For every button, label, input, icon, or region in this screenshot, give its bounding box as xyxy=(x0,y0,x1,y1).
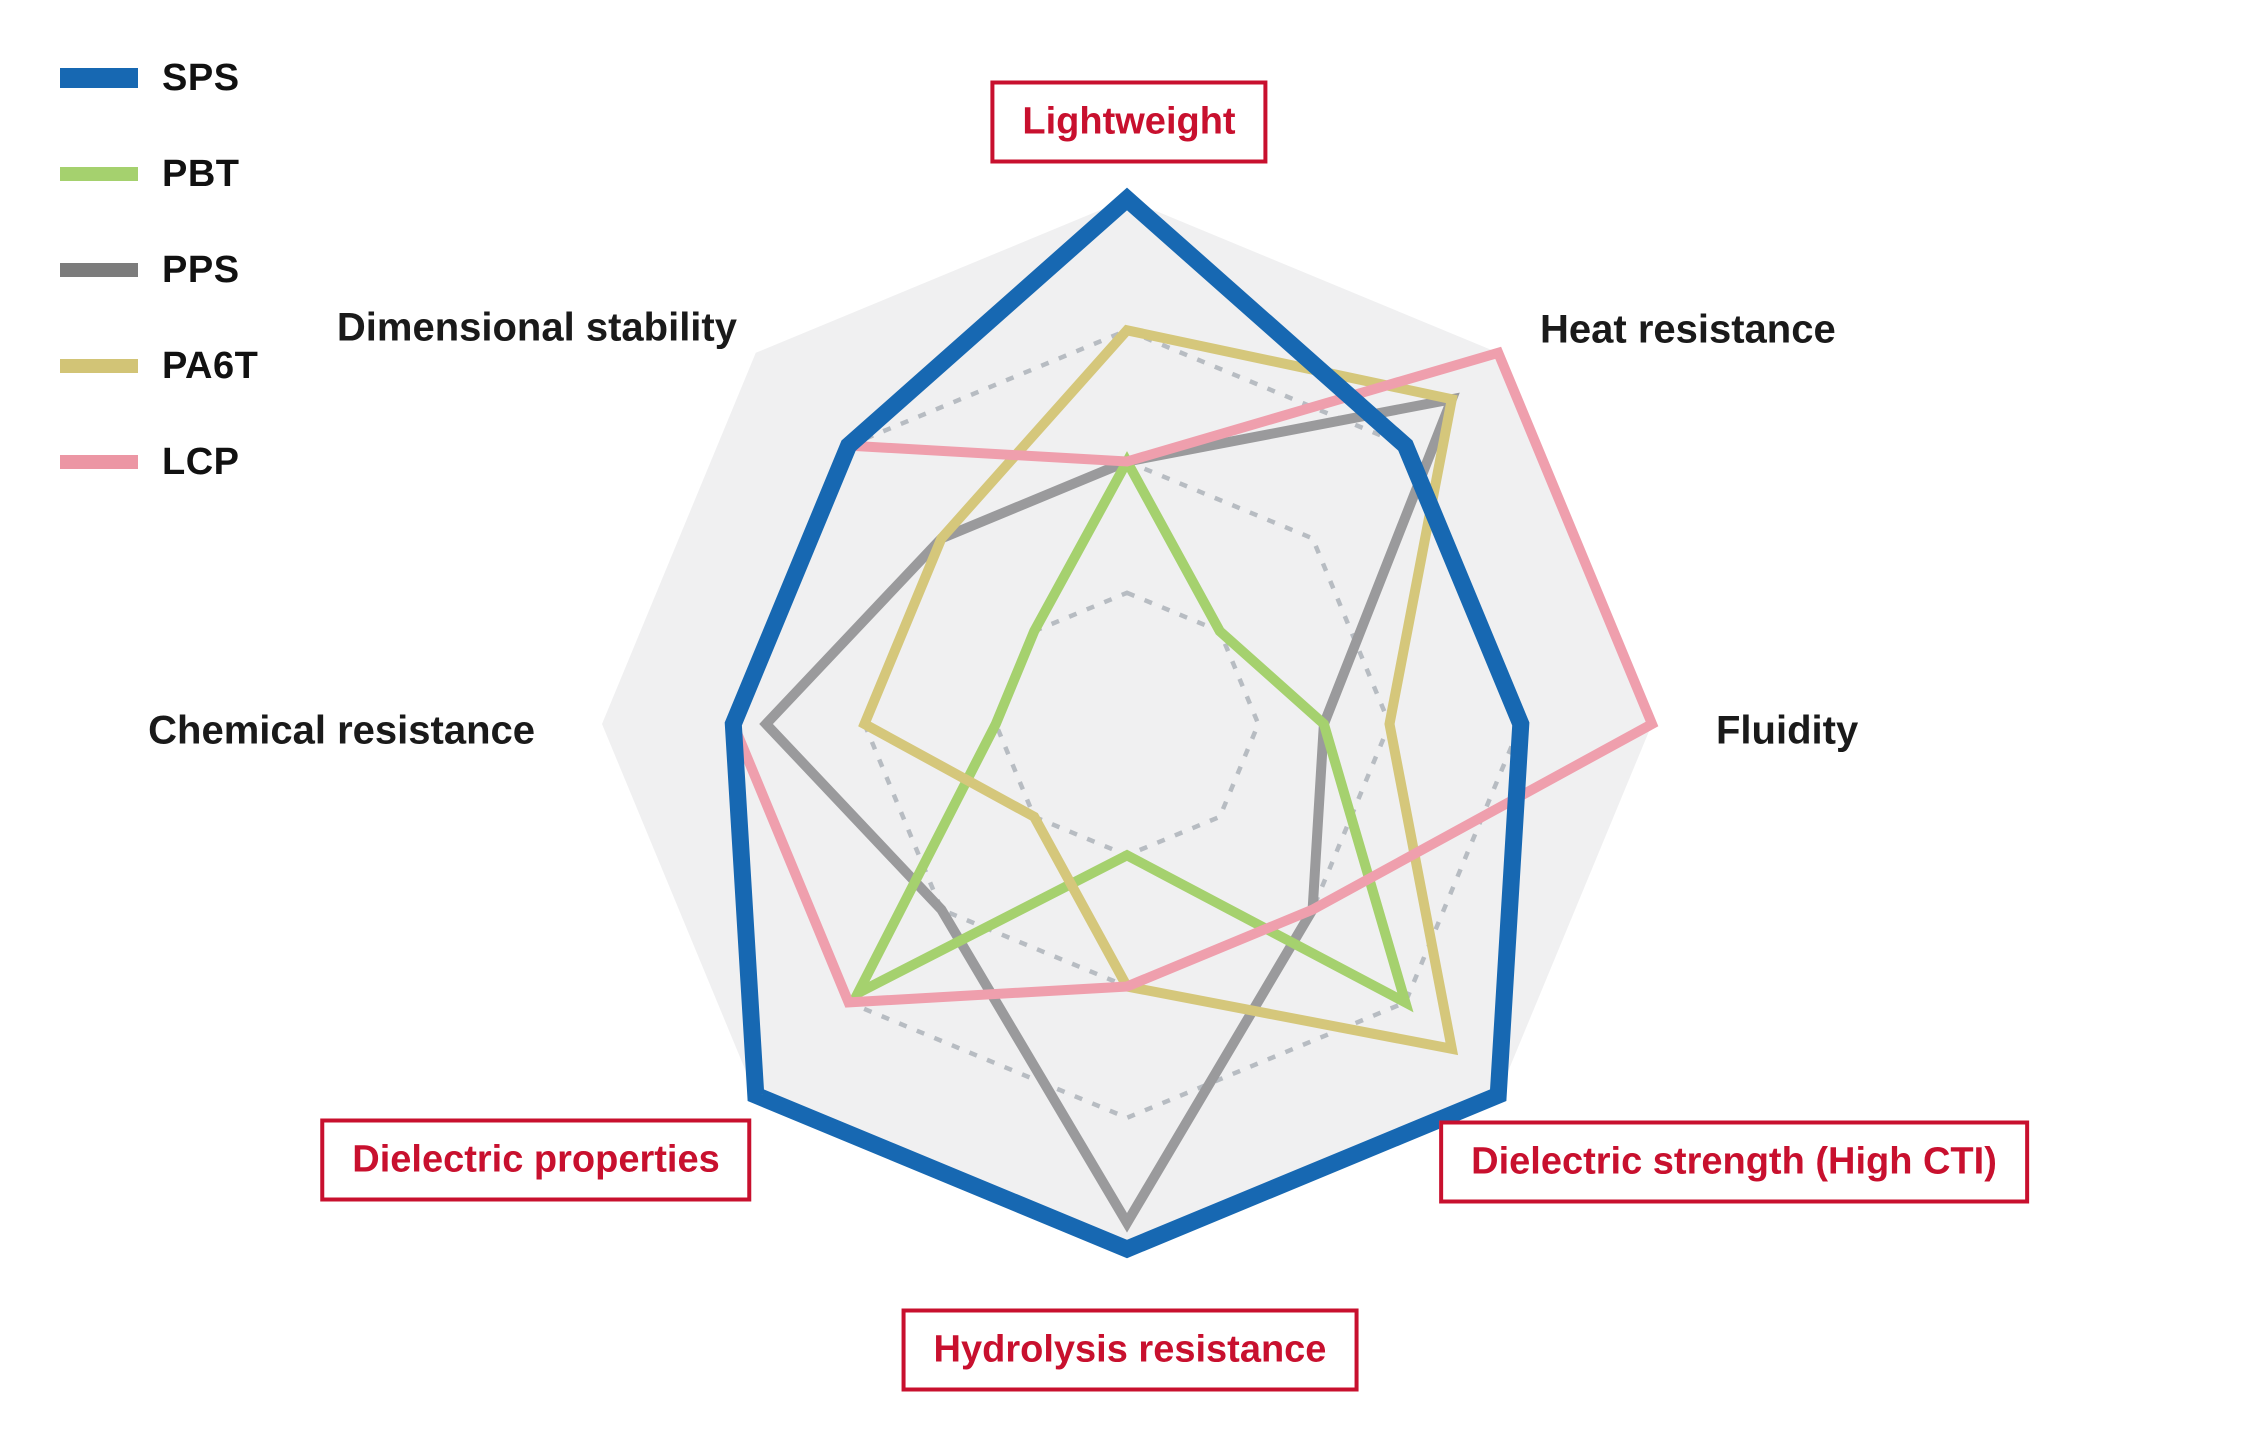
legend-label: SPS xyxy=(162,56,240,99)
legend-swatch-PPS xyxy=(60,263,138,277)
legend-item-PPS: PPS xyxy=(60,222,258,318)
legend-swatch-SPS xyxy=(60,68,138,88)
axis-label-dielectric-strength-high-cti: Dielectric strength (High CTI) xyxy=(1439,1120,2029,1204)
legend-swatch-PA6T xyxy=(60,359,138,373)
series-PPS-polygon xyxy=(759,392,1460,1233)
legend-swatch-LCP xyxy=(60,455,138,469)
axis-label-lightweight: Lightweight xyxy=(990,80,1268,164)
axis-label-fluidity: Fluidity xyxy=(1716,708,1859,753)
axis-label-dimensional-stability: Dimensional stability xyxy=(336,305,737,350)
legend-label: PPS xyxy=(162,248,240,291)
legend-swatch-PBT xyxy=(60,167,138,181)
legend-item-LCP: LCP xyxy=(60,414,258,510)
legend-label: LCP xyxy=(162,440,240,483)
axis-label-chemical-resistance: Chemical resistance xyxy=(148,708,535,753)
legend-label: PBT xyxy=(162,152,240,195)
legend-item-PBT: PBT xyxy=(60,126,258,222)
series-PBT-polygon xyxy=(846,451,1414,1013)
axis-label-heat-resistance: Heat resistance xyxy=(1540,307,1836,352)
series-SPS-polygon xyxy=(724,187,1530,1259)
legend-item-PA6T: PA6T xyxy=(60,318,258,414)
axis-label-hydrolysis-resistance: Hydrolysis resistance xyxy=(901,1308,1359,1392)
legend-label: PA6T xyxy=(162,344,259,387)
axis-label-dielectric-properties: Dielectric properties xyxy=(320,1118,752,1202)
legend: SPS PBT PPS PA6T LCP xyxy=(60,30,258,510)
legend-item-SPS: SPS xyxy=(60,30,258,126)
